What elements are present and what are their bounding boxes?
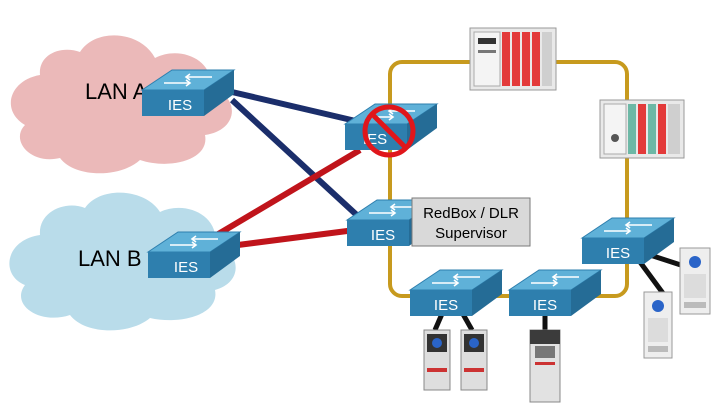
ies-switch-ring-1: IES (409, 269, 503, 317)
ies-switch-lan-a: IES (141, 69, 235, 117)
variable-frequency-drive-icon (423, 329, 451, 391)
ies-switch-redbox: IES (346, 199, 440, 247)
switch-label: IES (168, 97, 192, 114)
lan-b-cloud (9, 192, 236, 331)
plc-controller-icon (469, 27, 557, 91)
switch-label: IES (434, 297, 458, 314)
ethernet-io-module-icon (679, 247, 711, 315)
lan-a-links (229, 89, 363, 221)
lan-a-label: LAN A (85, 79, 148, 104)
redbox-label-line2: Supervisor (435, 225, 507, 242)
switch-label: IES (174, 259, 198, 276)
prohibited-icon (362, 104, 416, 158)
ies-switch-lan-b: IES (147, 231, 241, 279)
ies-switch-ring-2: IES (508, 269, 602, 317)
redbox-label-box: RedBox / DLR Supervisor (411, 197, 531, 247)
switch-label: IES (606, 245, 630, 262)
lan-b-links (213, 147, 362, 248)
switch-label: IES (371, 227, 395, 244)
redbox-label-line1: RedBox / DLR (423, 205, 519, 222)
switch-label: IES (533, 297, 557, 314)
ethernet-io-module-icon (643, 291, 673, 359)
ies-switch-ring-3: IES (581, 217, 675, 265)
variable-frequency-drive-icon (529, 329, 561, 403)
ies-switch-blocked: IES (344, 103, 438, 151)
lan-b-label: LAN B (78, 246, 142, 271)
variable-frequency-drive-icon (460, 329, 488, 391)
plc-controller-icon (599, 99, 685, 159)
